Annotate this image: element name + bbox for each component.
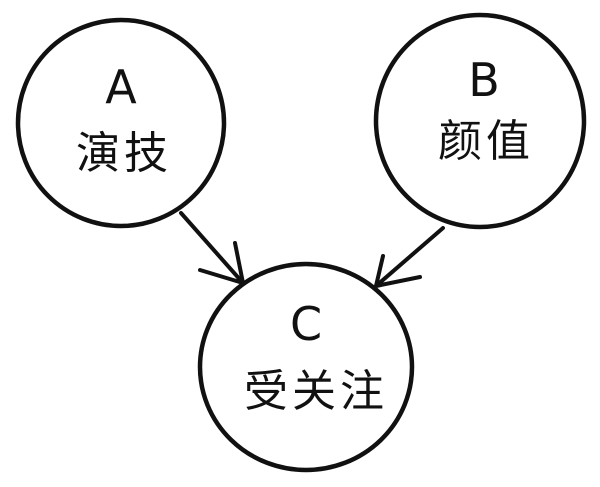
node-a-letter: A bbox=[105, 60, 137, 114]
node-c-circle bbox=[197, 261, 415, 473]
edge-a-to-c bbox=[179, 211, 245, 285]
node-a: A 演技 bbox=[15, 17, 227, 229]
node-b-letter: B bbox=[468, 53, 500, 107]
node-c-label: 受关注 bbox=[244, 366, 388, 417]
node-c-letter: C bbox=[290, 297, 322, 351]
node-a-label: 演技 bbox=[76, 128, 172, 179]
edge-b-to-c-arrowhead bbox=[374, 254, 422, 288]
edge-a-to-c-line bbox=[179, 211, 245, 285]
node-b: B 颜值 bbox=[373, 12, 587, 230]
node-a-circle bbox=[15, 17, 227, 229]
edge-b-to-c bbox=[374, 226, 445, 288]
node-c: C 受关注 bbox=[197, 261, 415, 473]
node-b-label: 颜值 bbox=[438, 116, 534, 167]
edge-b-to-c-line bbox=[374, 226, 445, 288]
node-b-circle bbox=[373, 12, 587, 230]
